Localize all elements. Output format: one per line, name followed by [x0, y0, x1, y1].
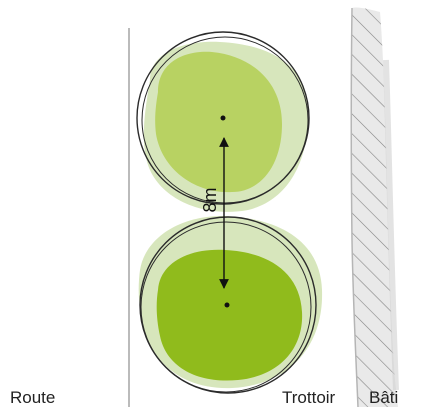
tree-top-trunk: [220, 115, 226, 121]
tree-top: [136, 31, 310, 212]
spacing-label: 8m: [200, 187, 220, 212]
tree-bottom-trunk: [224, 302, 230, 308]
label-route: Route: [10, 388, 55, 407]
building-edge: [350, 7, 359, 407]
building-edge-soft: [383, 59, 399, 391]
tree-top-canopy: [155, 51, 282, 193]
label-bati: Bâti: [369, 388, 398, 407]
building-strip: [350, 7, 399, 407]
tree-bottom-canopy: [156, 249, 303, 381]
label-trottoir: Trottoir: [282, 388, 336, 407]
tree-bottom: [138, 215, 323, 394]
building-hatch: [350, 7, 398, 407]
